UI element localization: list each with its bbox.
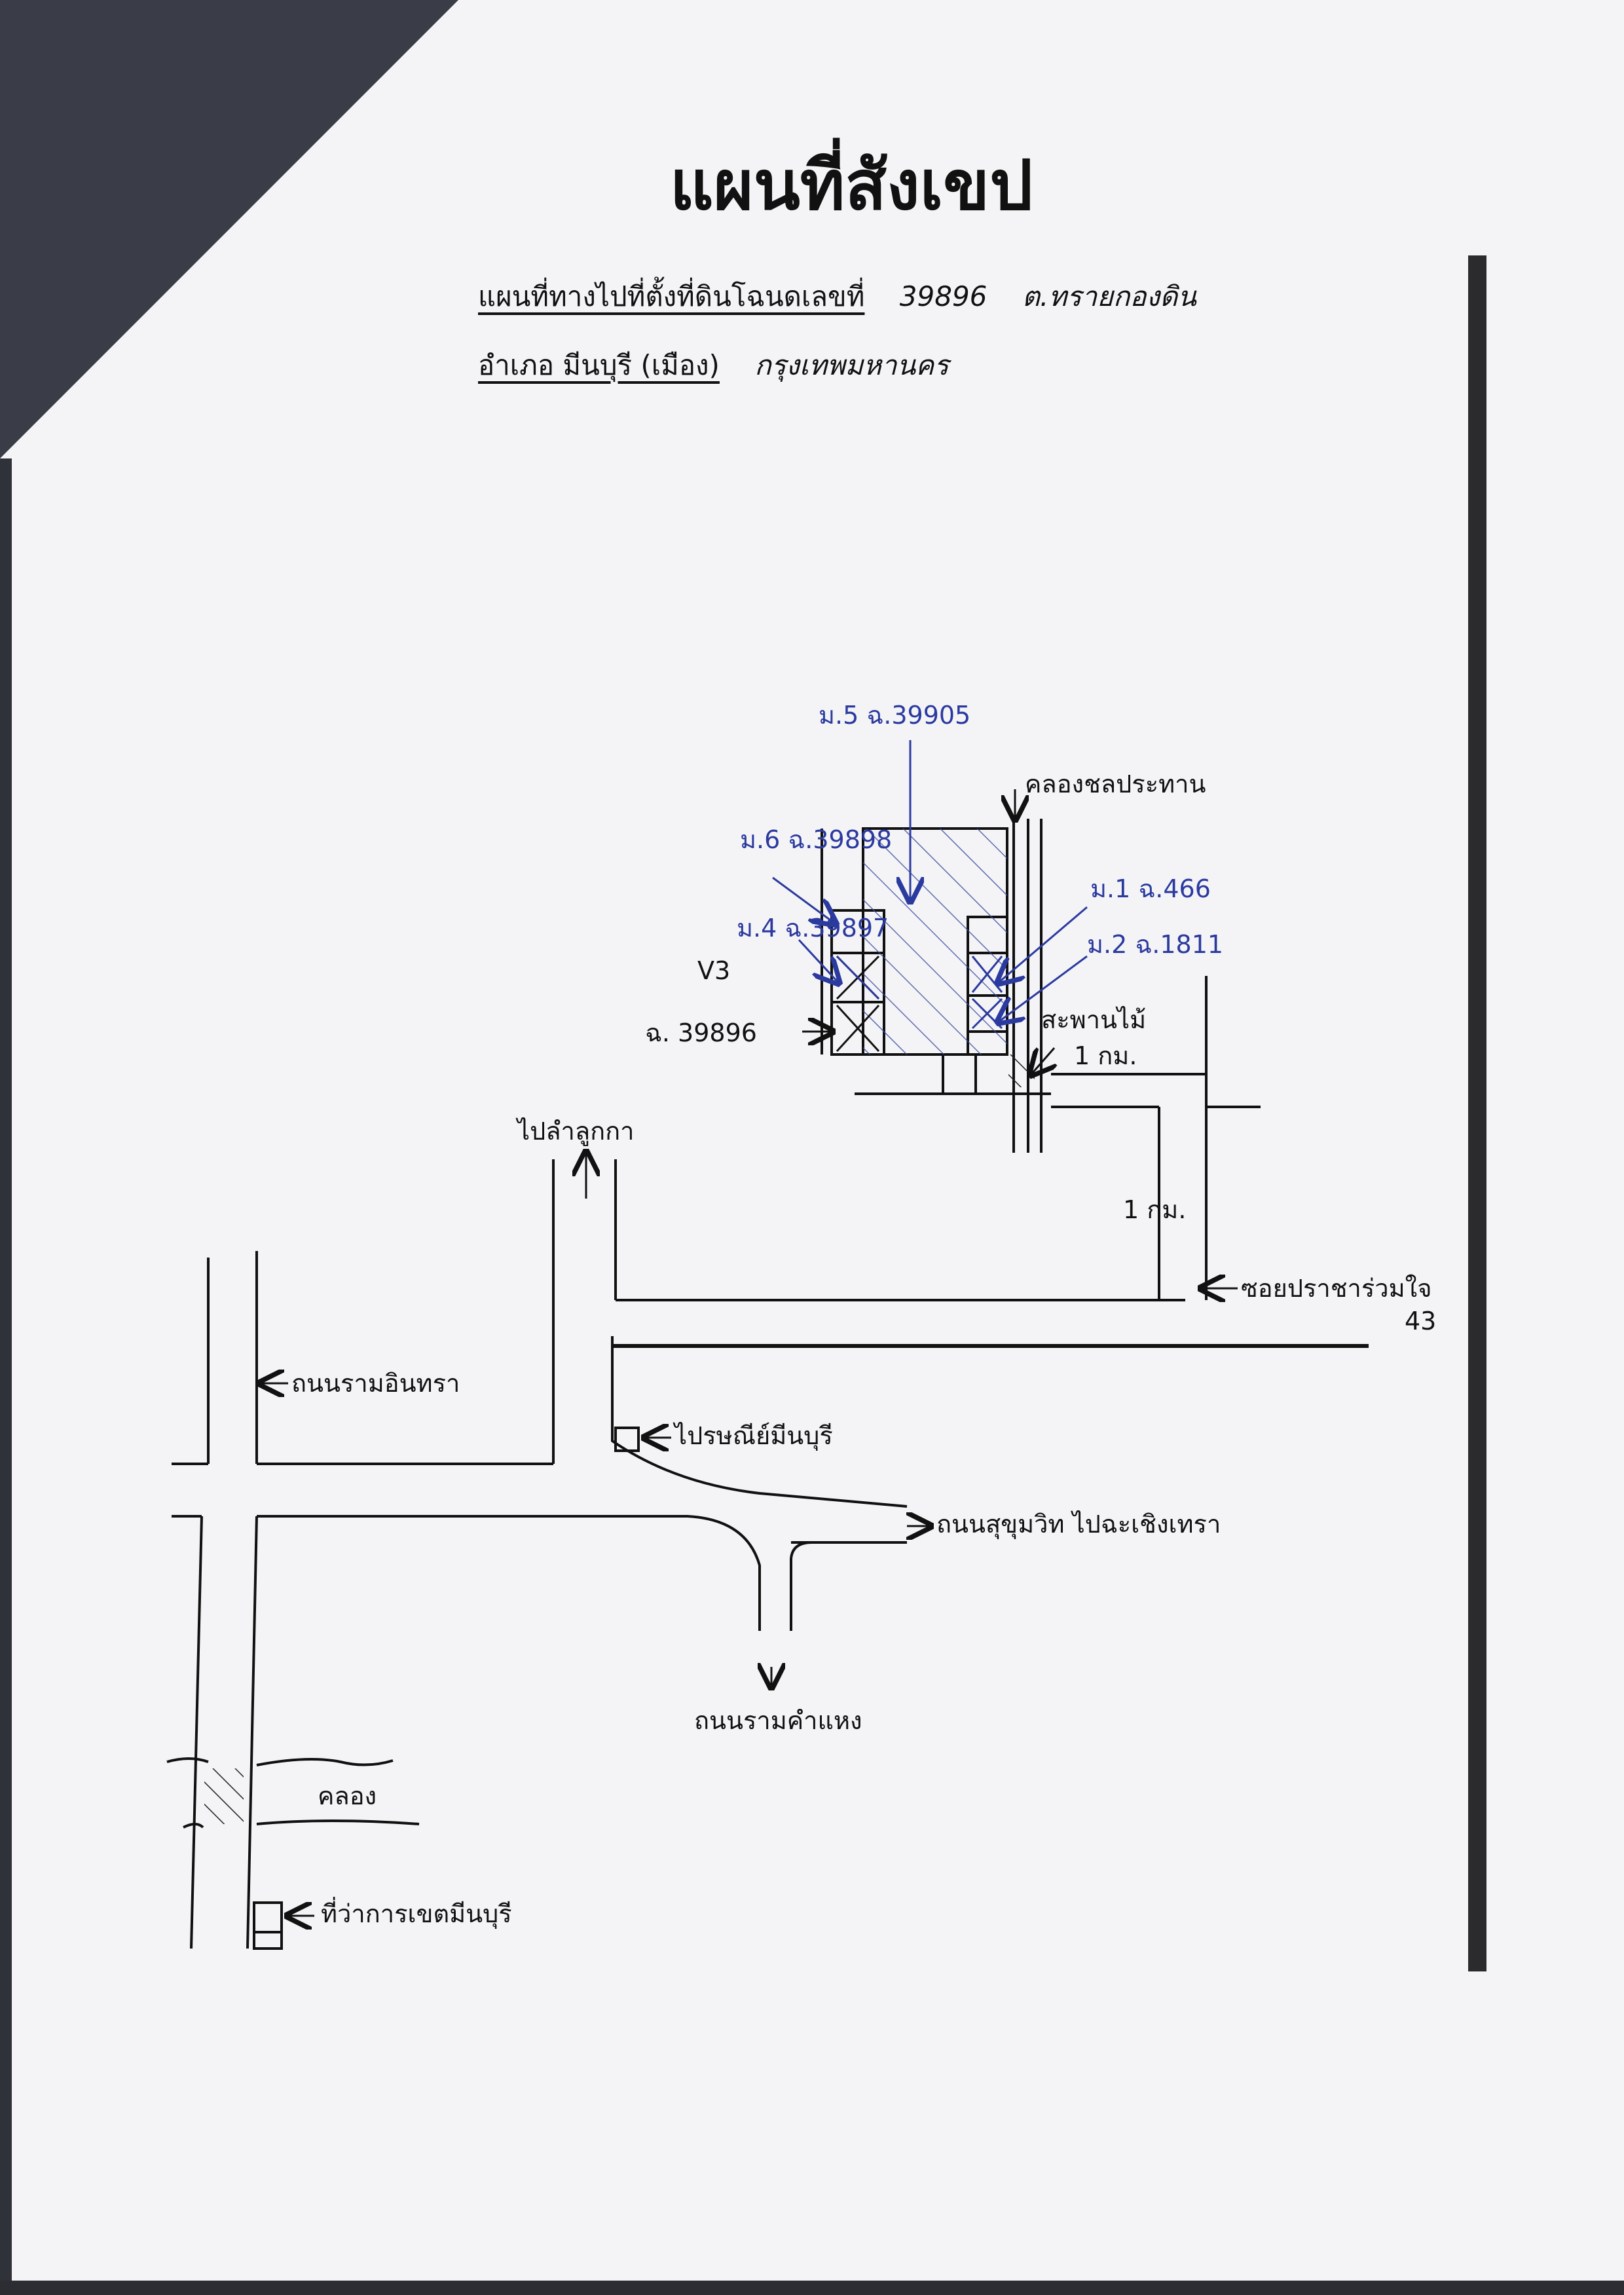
label-sukhumvit: ถนนสุขุมวิท ไปฉะเชิงเทรา xyxy=(936,1510,1221,1539)
label-to-lamlukka: ไปลำลูกกา xyxy=(515,1117,635,1146)
label-ramintra: ถนนรามอินทรา xyxy=(291,1369,460,1398)
scan-bottom-edge xyxy=(0,2281,1624,2295)
post-road-edge xyxy=(611,1336,908,1508)
label-post-office: ไปรษณีย์มีนบุรี xyxy=(673,1421,833,1451)
label-dist-1: 1 กม. xyxy=(1074,1041,1137,1070)
post-office-marker xyxy=(614,1427,640,1452)
label-soi: ซอยปราชาร่วมใจ xyxy=(1241,1274,1432,1303)
page-title: แผนที่สังเขป xyxy=(669,145,1033,225)
province: กรุงเทพมหานคร xyxy=(754,349,949,381)
folded-corner xyxy=(0,0,458,458)
label-ramkhamhaeng: ถนนรามคำแหง xyxy=(694,1706,862,1735)
label-m5: ม.5 ฉ.39905 xyxy=(819,701,970,730)
label-m4: ม.4 ฉ.39897 xyxy=(737,914,889,942)
sukhumvit-upper-edge xyxy=(257,1515,761,1631)
deed-number: 39896 xyxy=(899,280,987,312)
ramintra-right-lower xyxy=(246,1516,258,1949)
subdistrict: ต.ทรายกองดิน xyxy=(1022,280,1196,312)
label-dist-2: 1 กม. xyxy=(1123,1195,1186,1224)
label-m6: ม.6 ฉ.39898 xyxy=(740,825,892,854)
scan-right-shadow xyxy=(1468,255,1486,1971)
header-line-1: แผนที่ทางไปที่ตั้งที่ดินโฉนดเลขที่ 39896… xyxy=(478,275,1196,318)
label-bridge: สะพานไม้ xyxy=(1041,1005,1146,1034)
label-v3: V3 xyxy=(697,956,730,985)
deed-prefix: แผนที่ทางไปที่ตั้งที่ดินโฉนดเลขที่ xyxy=(478,280,865,312)
header-line-2: อำเภอ มีนบุรี (เมือง) กรุงเทพมหานคร xyxy=(478,344,949,387)
district-office-marker xyxy=(253,1901,283,1950)
label-canal: คลอง xyxy=(318,1782,377,1810)
label-district-office: ที่ว่าการเขตมีนบุรี xyxy=(321,1897,512,1929)
label-soi-number: 43 xyxy=(1405,1307,1436,1335)
scan-left-edge xyxy=(0,458,12,2295)
ramintra-left-lower xyxy=(190,1516,203,1949)
label-deed-39896: ฉ. 39896 xyxy=(645,1018,757,1047)
label-canal-top: คลองชลประทาน xyxy=(1025,770,1206,798)
district: อำเภอ มีนบุรี (เมือง) xyxy=(478,349,720,381)
label-m2: ม.2 ฉ.1811 xyxy=(1087,930,1223,959)
label-m1: ม.1 ฉ.466 xyxy=(1090,874,1211,903)
